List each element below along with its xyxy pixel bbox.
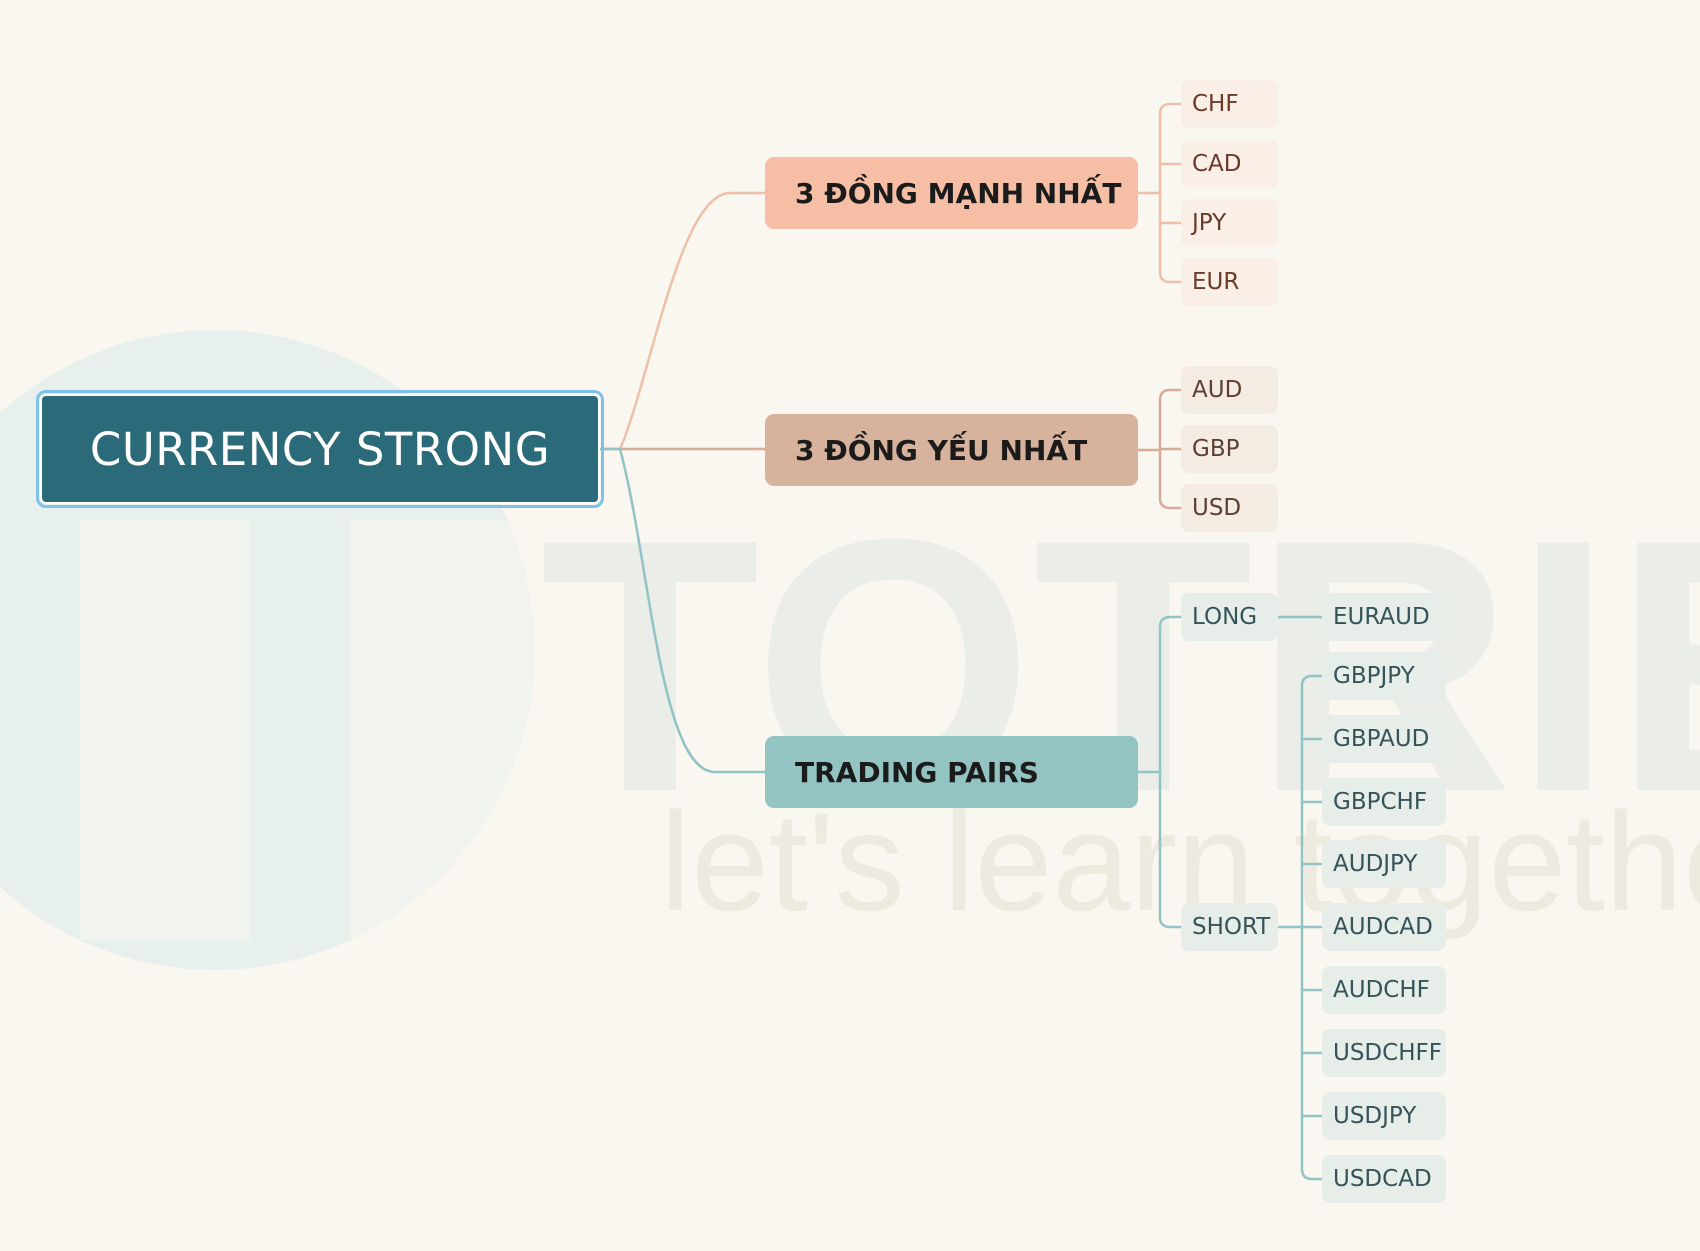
short-pair-label: USDCAD (1333, 1166, 1432, 1192)
strong-currency-item[interactable]: JPY (1181, 199, 1278, 247)
short-pair-label: AUDCAD (1333, 914, 1433, 940)
strong-currency-item[interactable]: CHF (1181, 80, 1278, 128)
link-root-strongest (598, 191, 767, 451)
strongest-currencies-label: 3 ĐỒNG MẠNH NHẤT (795, 176, 1122, 210)
short-pair-label: GBPCHF (1333, 789, 1428, 815)
short-pair-label: AUDJPY (1333, 851, 1418, 877)
weak-currency-label: USD (1192, 495, 1242, 521)
short-label: SHORT (1192, 914, 1271, 940)
trading-pairs-label: TRADING PAIRS (795, 755, 1039, 789)
link-root-trading (598, 447, 767, 774)
weak-currency-item[interactable]: AUD (1181, 366, 1278, 414)
strong-currency-label: EUR (1192, 269, 1240, 295)
short-pair-item[interactable]: AUDCHF (1322, 966, 1446, 1014)
long-pair-label: EURAUD (1333, 604, 1430, 630)
link-trading-children (1158, 615, 1183, 774)
link-weakest-items (1158, 448, 1183, 510)
strong-currency-label: CHF (1192, 91, 1239, 117)
strongest-currencies-node[interactable]: 3 ĐỒNG MẠNH NHẤT (765, 157, 1138, 229)
weakest-currencies-label: 3 ĐỒNG YẾU NHẤT (795, 433, 1088, 467)
short-pair-label: USDJPY (1333, 1103, 1417, 1129)
short-pair-item[interactable]: GBPAUD (1322, 715, 1446, 763)
root-label: CURRENCY STRONG (89, 422, 551, 476)
root-node[interactable]: CURRENCY STRONG (36, 390, 604, 508)
link-strongest-items (1158, 191, 1183, 284)
long-node[interactable]: LONG (1181, 593, 1278, 641)
short-pair-item[interactable]: USDCAD (1322, 1155, 1446, 1203)
weak-currency-label: GBP (1192, 436, 1240, 462)
short-pair-item[interactable]: GBPJPY (1322, 652, 1446, 700)
trading-pairs-node[interactable]: TRADING PAIRS (765, 736, 1138, 808)
short-pair-item[interactable]: AUDJPY (1322, 840, 1446, 888)
short-pair-item[interactable]: GBPCHF (1322, 778, 1446, 826)
link-strongest-items (1158, 102, 1183, 195)
weak-currency-label: AUD (1192, 377, 1243, 403)
strong-currency-label: JPY (1192, 210, 1227, 236)
short-pair-item[interactable]: USDJPY (1322, 1092, 1446, 1140)
short-pair-item[interactable]: USDCHFF (1322, 1029, 1446, 1077)
strong-currency-item[interactable]: EUR (1181, 258, 1278, 306)
short-pair-item[interactable]: AUDCAD (1322, 903, 1446, 951)
link-short-pairs (1300, 925, 1324, 1181)
watermark-logo-cut (80, 520, 540, 940)
link-short-pairs (1300, 674, 1324, 929)
short-pair-label: GBPJPY (1333, 663, 1415, 689)
short-pair-label: USDCHFF (1333, 1040, 1442, 1066)
strong-currency-item[interactable]: CAD (1181, 140, 1278, 188)
link-weakest-items (1158, 388, 1183, 452)
watermark-slogan: let's learn together (660, 783, 1700, 940)
strong-currency-label: CAD (1192, 151, 1242, 177)
weak-currency-item[interactable]: USD (1181, 484, 1278, 532)
weak-currency-item[interactable]: GBP (1181, 425, 1278, 473)
short-node[interactable]: SHORT (1181, 903, 1278, 951)
long-label: LONG (1192, 604, 1258, 630)
weakest-currencies-node[interactable]: 3 ĐỒNG YẾU NHẤT (765, 414, 1138, 486)
link-trading-children (1158, 770, 1183, 929)
short-pair-label: AUDCHF (1333, 977, 1430, 1003)
short-pair-label: GBPAUD (1333, 726, 1430, 752)
long-pair-item[interactable]: EURAUD (1322, 593, 1446, 641)
